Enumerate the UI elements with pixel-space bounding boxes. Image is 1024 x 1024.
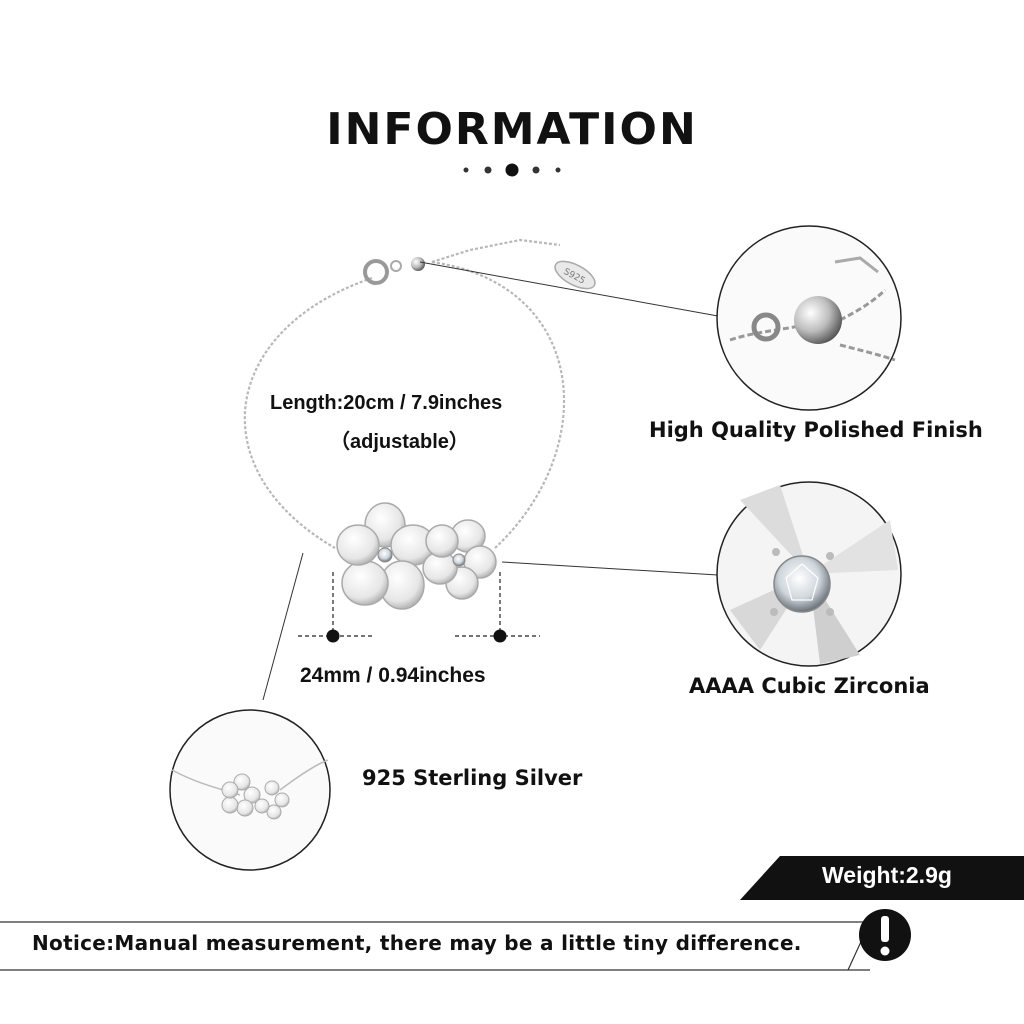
feature-cubic-zirconia: AAAA Cubic Zirconia bbox=[689, 674, 930, 698]
measure-point-right bbox=[493, 629, 507, 643]
title-divider-dots bbox=[463, 163, 561, 177]
flower-charm-small bbox=[422, 519, 497, 600]
feature-polished-finish: High Quality Polished Finish bbox=[649, 418, 983, 442]
weight-banner bbox=[740, 856, 1024, 900]
s925-tag: S925 bbox=[554, 260, 596, 290]
spring-clasp bbox=[363, 259, 389, 285]
slider-bead bbox=[411, 257, 425, 271]
feature-sterling-silver: 925 Sterling Silver bbox=[362, 766, 583, 790]
measure-point-left bbox=[326, 629, 340, 643]
bracelet-chain bbox=[243, 238, 565, 549]
weight-label: Weight:2.9g bbox=[822, 862, 952, 888]
notice-text: Notice:Manual measurement, there may be … bbox=[32, 931, 802, 955]
charm-size-label: 24mm / 0.94inches bbox=[300, 664, 486, 687]
flower-charm-large bbox=[336, 502, 436, 610]
exclamation-icon bbox=[859, 909, 911, 961]
length-label: Length:20cm / 7.9inches bbox=[270, 392, 503, 414]
flower-closeup-icon bbox=[169, 709, 331, 871]
adjustable-label: （adjustable） bbox=[330, 431, 469, 453]
gem-closeup-icon bbox=[716, 481, 902, 667]
page-title: INFORMATION bbox=[326, 104, 698, 155]
callout-lines bbox=[262, 261, 741, 701]
bead-closeup-icon bbox=[716, 225, 902, 411]
